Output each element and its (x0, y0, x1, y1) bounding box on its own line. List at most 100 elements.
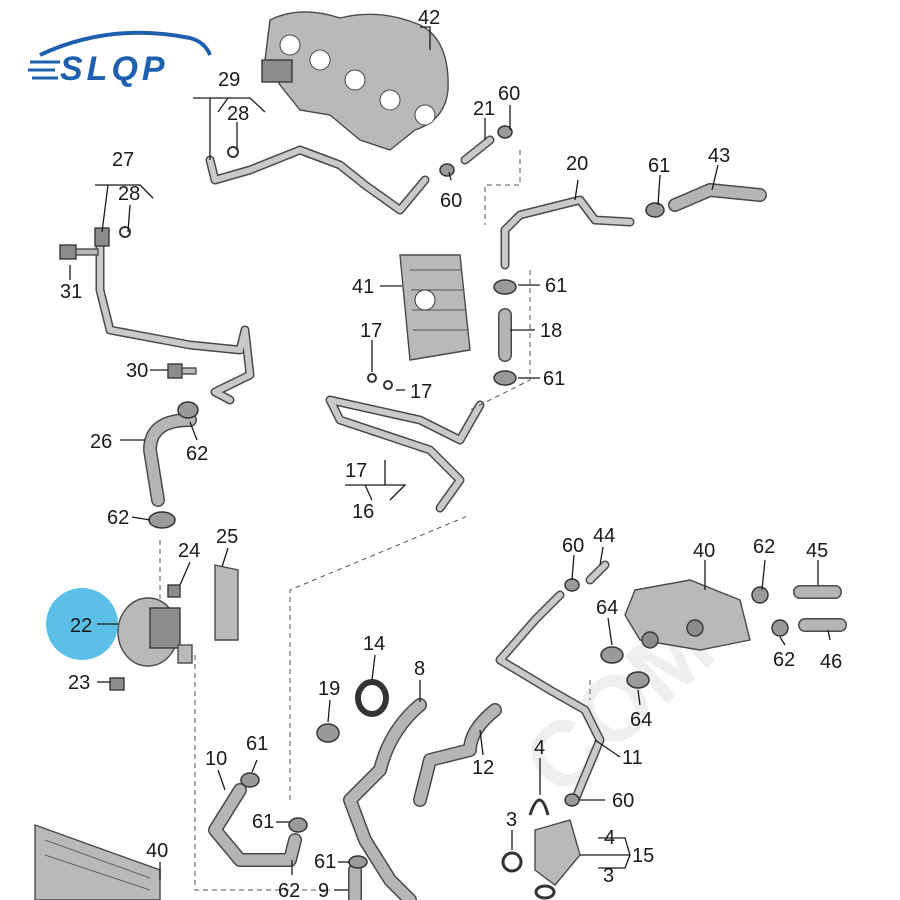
label-3: 3 (603, 865, 614, 887)
retaining-clip-4a (528, 798, 550, 816)
label-61: 61 (543, 368, 565, 390)
pipe-29 (205, 145, 430, 215)
label-61: 61 (545, 275, 567, 297)
seal-17a (367, 373, 377, 383)
hose-8 (343, 698, 427, 900)
clamp-60d (564, 793, 580, 807)
flange-outlet-1 (641, 631, 659, 649)
label-40: 40 (146, 840, 168, 862)
label-3: 3 (506, 809, 517, 831)
label-14: 14 (363, 633, 385, 655)
logo-text: SLQP (60, 50, 169, 88)
label-31: 31 (60, 281, 82, 303)
clamp-64b (626, 671, 650, 689)
label-27: 27 (112, 149, 134, 171)
label-41: 41 (352, 276, 374, 298)
label-17: 17 (345, 460, 367, 482)
manifold-port-1 (279, 34, 301, 56)
label-45: 45 (806, 540, 828, 562)
pipe-9 (348, 855, 368, 900)
hose-43 (645, 183, 767, 218)
manifold-port-5 (414, 104, 436, 126)
bolt-23 (109, 677, 125, 691)
o-ring-3a (501, 851, 523, 873)
label-60: 60 (612, 790, 634, 812)
label-15: 15 (632, 845, 654, 867)
label-4: 4 (534, 737, 545, 759)
label-30: 30 (126, 360, 148, 382)
label-17: 17 (360, 320, 382, 342)
label-20: 20 (566, 153, 588, 175)
clamp-60b (439, 163, 455, 177)
pipe-44 (585, 560, 610, 585)
label-21: 21 (473, 98, 495, 120)
manifold-port-3 (344, 69, 366, 91)
leader-lines (69, 26, 831, 891)
cooler-fins (410, 269, 467, 331)
hose-10 (208, 772, 308, 867)
part-oil-cooler (399, 254, 471, 361)
label-64: 64 (596, 597, 618, 619)
clamp-61e (288, 817, 308, 833)
label-44: 44 (593, 525, 615, 547)
logo-swoosh (39, 30, 212, 57)
clamp-62c (751, 586, 769, 604)
bracket-25 (214, 564, 239, 641)
pump-housing (149, 607, 181, 649)
hose-12 (413, 703, 502, 807)
pipe-assembly-16 (325, 373, 485, 513)
label-22: 22 (70, 615, 92, 637)
label-28: 28 (227, 103, 249, 125)
bolt-31 (59, 244, 99, 260)
bolt-24 (167, 584, 181, 598)
label-60: 60 (562, 535, 584, 557)
o-ring-28a (227, 146, 239, 158)
part-labels: 42 29 28 21 60 27 28 60 20 61 43 31 41 6… (60, 7, 842, 900)
flange-body (624, 579, 751, 651)
cooler-body (399, 254, 471, 361)
pump-outlet (177, 644, 193, 664)
brand-logo: SLQP (28, 30, 212, 88)
o-ring-3b (534, 884, 556, 900)
part-auxiliary-water-pump (109, 564, 239, 691)
manifold-port-2 (309, 49, 331, 71)
label-43: 43 (708, 145, 730, 167)
label-29: 29 (218, 69, 240, 91)
label-28: 28 (118, 183, 140, 205)
label-62: 62 (107, 507, 129, 529)
clamp-62b (148, 511, 176, 529)
label-61: 61 (246, 733, 268, 755)
seal-17b (383, 380, 393, 390)
clamp-62d (771, 619, 789, 637)
pipe-27 (94, 226, 255, 405)
label-12: 12 (472, 757, 494, 779)
label-24: 24 (178, 540, 200, 562)
manifold-port-4 (379, 89, 401, 111)
connector-15 (501, 798, 581, 900)
hose-11 (495, 578, 605, 807)
label-11: 11 (622, 747, 643, 769)
clamp-61f (348, 855, 368, 869)
label-10: 10 (205, 748, 227, 770)
bolt-30 (167, 363, 197, 379)
clamp-64a (600, 646, 624, 664)
label-61: 61 (648, 155, 670, 177)
highlight-badge-22: 22 (46, 588, 118, 660)
label-40: 40 (693, 540, 715, 562)
hose-26 (143, 401, 199, 529)
label-61: 61 (252, 811, 274, 833)
part-exhaust-manifold (261, 11, 449, 151)
pipe-21 (439, 125, 513, 177)
manifold-flange (261, 59, 293, 83)
label-8: 8 (414, 658, 425, 680)
label-26: 26 (90, 431, 112, 453)
label-62: 62 (278, 880, 300, 900)
clamp-61b (493, 279, 517, 295)
label-9: 9 (318, 880, 329, 900)
label-19: 19 (318, 678, 340, 700)
clamp-61d (240, 772, 260, 788)
label-62: 62 (186, 443, 208, 465)
logo-speed-lines (28, 60, 60, 80)
